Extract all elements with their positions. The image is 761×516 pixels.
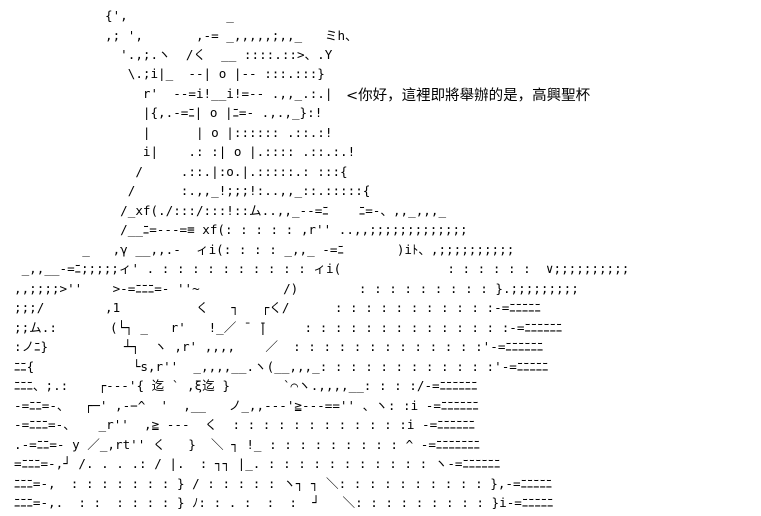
ascii-art-line: ﾆﾆ{ └s,r'' _,,,,__.ヽ(__,,,_: : : : : : :… <box>14 359 549 374</box>
ascii-art-line: ;;ム.: (└┐ _ r' !_／ ̄ ̄| : : : : : : : : … <box>14 320 563 335</box>
ascii-art-line: / .::.|:o.|.:::::.: :::{ <box>14 164 348 179</box>
ascii-art-line: _ ,γ __,,.- ィi(: : : : _,,_ -=ﾆ )iﾄ、,;;;… <box>14 242 515 257</box>
ascii-art-line: .-=ﾆﾆ=- y ／_,rt'' く } ＼ ┐ !_ : : : : : :… <box>14 437 480 452</box>
ascii-art-line: ,,;;;;>'' >-=ﾆﾆﾆ=- ''~ /) : : : : : : : … <box>14 281 579 296</box>
speech-text: <你好，這裡即將舉辦的是，高興聖杯 <box>346 88 591 104</box>
ascii-art-line: /__ﾆ=---=≡ xf(: : : : : ,r'' ..,,;;;;;;;… <box>14 222 468 237</box>
ascii-art-line: / :.,,_!;;;!:..,,_::.:::::{ <box>14 183 371 198</box>
ascii-art-line: ﾆﾆﾆ=-,. : : : : : : } ﾉ: : . : : : ┘ ＼: … <box>14 495 554 510</box>
ascii-art-line: ;;;/ ,1 く ┐ ┌く/ : : : : : : : : : : :-=ﾆ… <box>14 300 541 315</box>
ascii-art-line: {', _ <box>14 8 234 23</box>
ascii-art-line: ,; ', ,-= _,,,,,;,,_ ミh、 <box>14 28 358 43</box>
ascii-art-line: -=ﾆﾆ=-、 ┌─' ,-−^ ' ,__ ノ_,,---'≧---=='' … <box>14 398 479 413</box>
ascii-art-line: /_xf(./:::/:::!::ム..,,_--=ﾆ ﾆ=-、,,_,,,_ <box>14 203 447 218</box>
ascii-art-line: :ノﾆ} ┴┐ ヽ ,r' ,,,, ／ : : : : : : : : : :… <box>14 339 544 354</box>
ascii-art-line: '.,;.ヽ /く __ ::::.::>、.Y <box>14 47 333 62</box>
ascii-art-line: r' --=i!__i!=-- .,,_.:.| <box>14 86 333 101</box>
ascii-art-line: | | o |:::::: .::.:! <box>14 125 333 140</box>
ascii-art-line: |{,.-=ﾆ| o |ﾆ=- .,.,_}:! <box>14 105 323 120</box>
ascii-art-line: ﾆﾆﾆ、;.: ┌---'{ 迄 ` ,ξ迄 } `⌒ヽ.,,,,__: : :… <box>14 378 478 393</box>
ascii-art-line: ﾆﾆﾆ=-, : : : : : : : } / : : : : : ヽ┐ ┐ … <box>14 476 553 491</box>
ascii-art-line: i| .: :| o |.:::: .::.:.! <box>14 144 356 159</box>
ascii-art-line: -=ﾆﾆﾆ=-、 _r'' ,≧ --- く : : : : : : : : :… <box>14 417 475 432</box>
ascii-art-line: =ﾆﾆﾆ=-,┘ /. . . .: / |. : ┐┐ |_. : : : :… <box>14 456 501 471</box>
ascii-art-line: _,,__-=ﾆ;;;;;ィ' . : : : : : : : : : : ィi… <box>14 261 630 276</box>
ascii-art-line: \.;i|_ --| o |-- :::.:::} <box>14 66 325 81</box>
